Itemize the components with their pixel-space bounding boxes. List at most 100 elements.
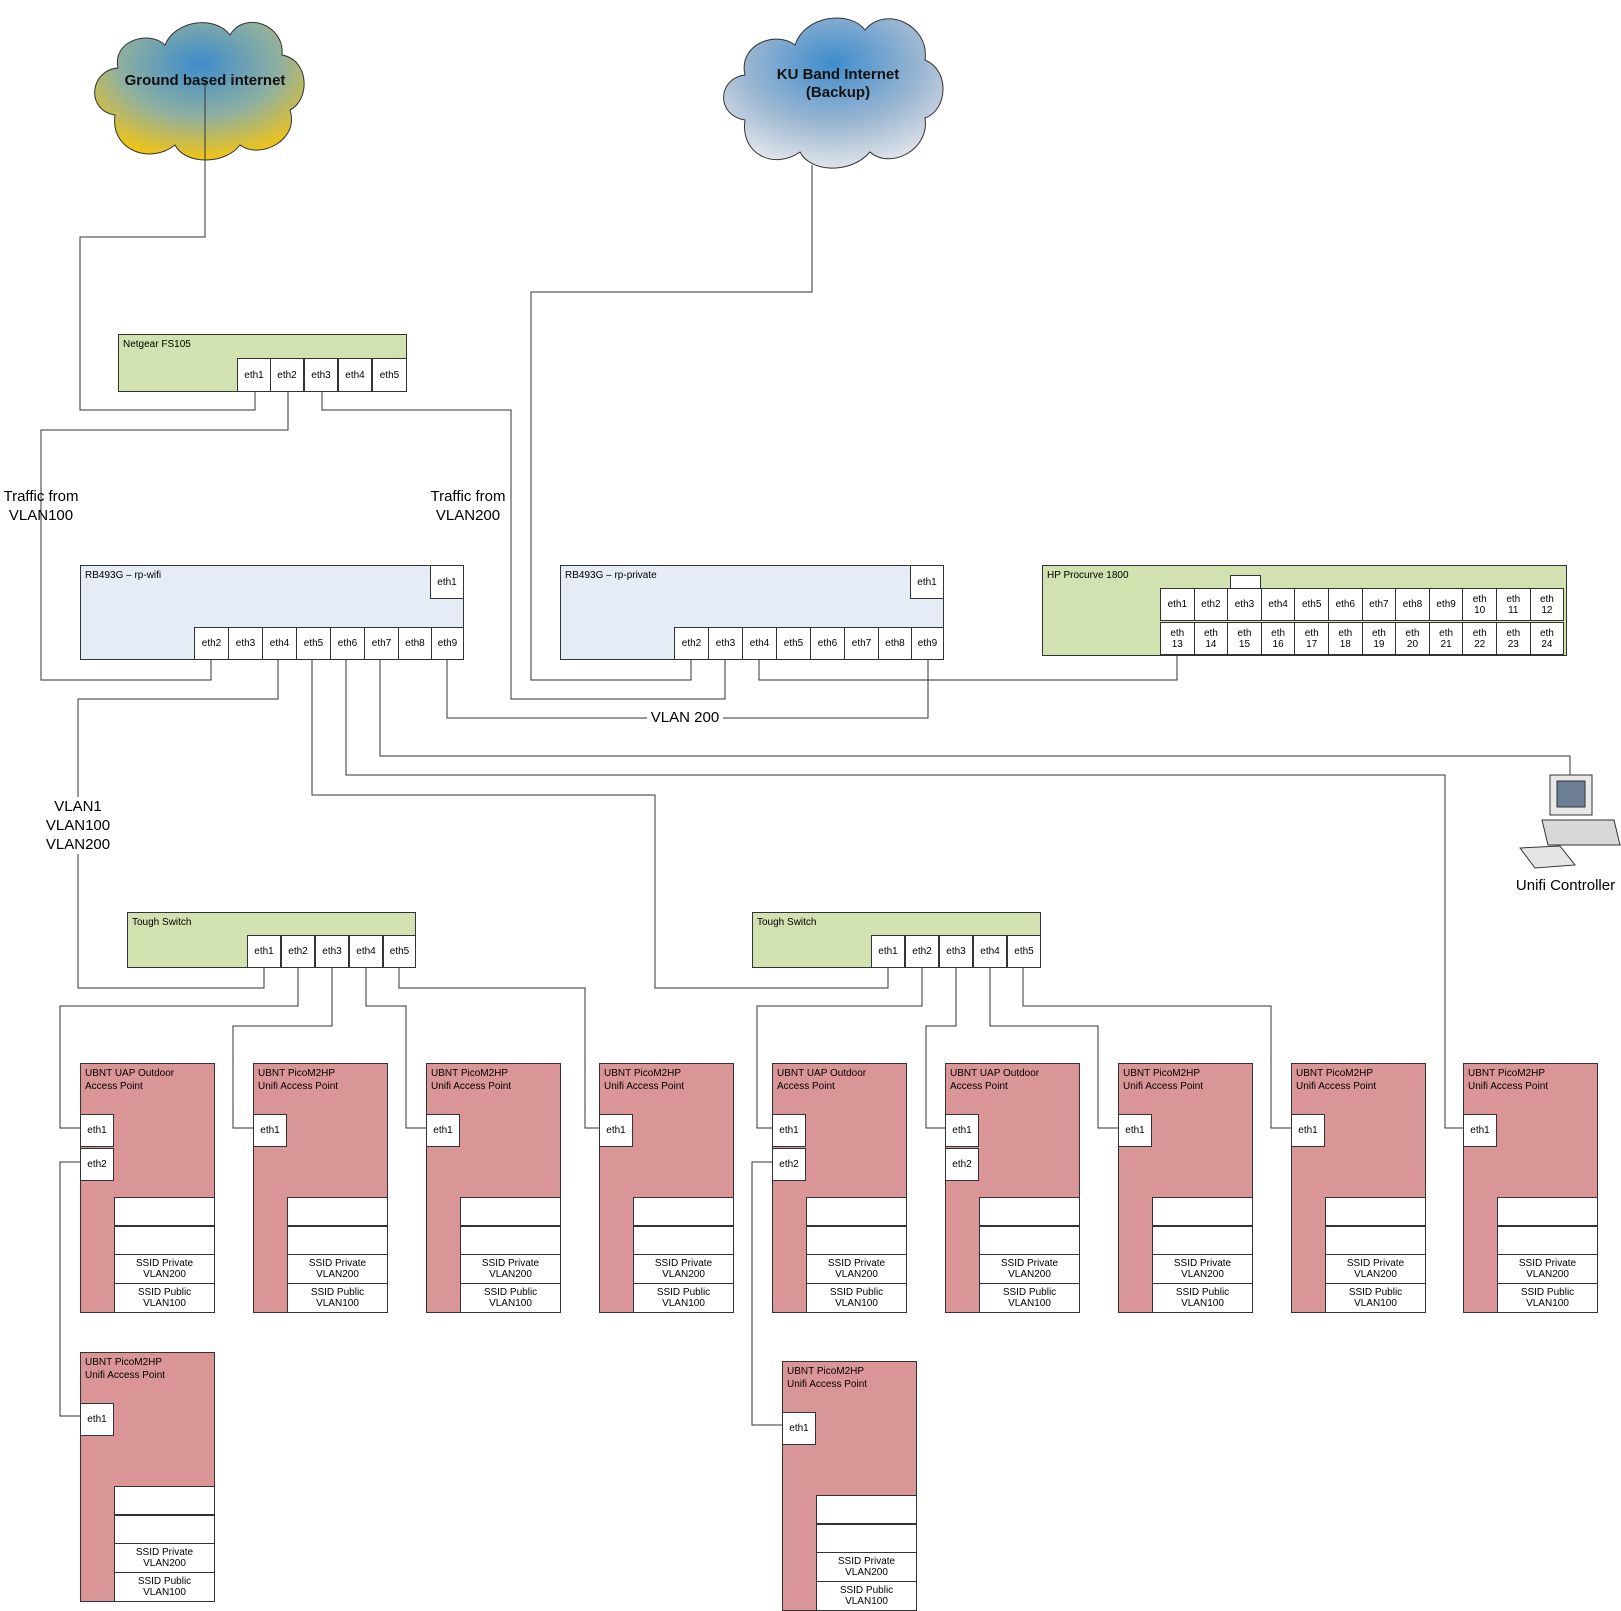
cloud-label: Ground based internet	[124, 72, 286, 89]
device-label: UBNT PicoM2HP Unifi Access Point	[604, 1068, 685, 1092]
hp-port: eth 15	[1227, 622, 1262, 655]
ssid-private: SSID Private VLAN200	[114, 1543, 215, 1573]
traffic-vlan100-note: Traffic from VLAN100	[3, 488, 79, 524]
port-eth9: eth9	[911, 627, 944, 660]
ssid-private: SSID Private VLAN200	[460, 1254, 561, 1284]
unifi-controller-label: Unifi Controller	[1515, 877, 1616, 894]
port-eth7: eth7	[364, 627, 399, 660]
device-label: UBNT PicoM2HP Unifi Access Point	[258, 1068, 339, 1092]
port-eth2: eth2	[772, 1148, 806, 1181]
blank-slot	[816, 1495, 917, 1524]
hp-port: eth 11	[1496, 588, 1531, 621]
ssid-private: SSID Private VLAN200	[816, 1552, 917, 1582]
ssid-private: SSID Private VLAN200	[979, 1254, 1080, 1284]
device-label: UBNT UAP Outdoor Access Point	[950, 1068, 1040, 1092]
cloud-shape	[723, 17, 944, 169]
blank-slot	[1325, 1197, 1426, 1226]
hp-port: eth 21	[1428, 622, 1464, 655]
port-eth3: eth3	[228, 627, 263, 660]
port-eth1: eth1	[599, 1114, 633, 1147]
blank-slot	[114, 1486, 215, 1515]
hp-port: eth 16	[1260, 622, 1296, 655]
device-label: Tough Switch	[132, 917, 192, 928]
blank-slot	[633, 1197, 734, 1226]
blank-slot	[1152, 1226, 1253, 1255]
port-eth3: eth3	[315, 935, 349, 968]
device-label: Netgear FS105	[123, 339, 191, 350]
device-label: UBNT UAP Outdoor Access Point	[85, 1068, 175, 1092]
blank-slot	[1497, 1197, 1598, 1226]
ssid-public: SSID Public VLAN100	[114, 1283, 215, 1313]
hp-port: eth8	[1395, 588, 1430, 621]
hp-port: eth 19	[1361, 622, 1397, 655]
blank-slot	[287, 1197, 388, 1226]
hp-port: eth 22	[1462, 622, 1497, 655]
port-eth2: eth2	[270, 358, 304, 392]
ssid-public: SSID Public VLAN100	[1325, 1283, 1426, 1313]
blank-slot	[114, 1197, 215, 1226]
hp-port: eth7	[1361, 588, 1397, 621]
blank-slot	[1325, 1226, 1426, 1255]
vlan-stack-note: VLAN1 VLAN100 VLAN200	[36, 797, 120, 854]
port-eth7: eth7	[844, 627, 879, 660]
hp-port: eth 13	[1160, 622, 1195, 655]
port-eth1: eth1	[772, 1114, 806, 1147]
port-eth1: eth1	[945, 1114, 979, 1147]
ssid-private: SSID Private VLAN200	[806, 1254, 907, 1284]
ssid-public: SSID Public VLAN100	[806, 1283, 907, 1313]
hp-port: eth6	[1328, 588, 1363, 621]
blank-slot	[1152, 1197, 1253, 1226]
vlan200-note: VLAN 200	[647, 708, 723, 727]
hp-port: eth 17	[1294, 622, 1329, 655]
hp-port: eth 18	[1328, 622, 1363, 655]
device-label: UBNT UAP Outdoor Access Point	[777, 1068, 867, 1092]
blank-slot	[460, 1197, 561, 1226]
device-label: UBNT PicoM2HP Unifi Access Point	[1123, 1068, 1204, 1092]
device-label: UBNT PicoM2HP Unifi Access Point	[1296, 1068, 1377, 1092]
hp-port: eth 20	[1395, 622, 1430, 655]
port-eth2: eth2	[80, 1148, 114, 1181]
ssid-public: SSID Public VLAN100	[816, 1581, 917, 1611]
device-label: RB493G – rp-wifi	[85, 570, 162, 581]
port-eth1: eth1	[782, 1412, 816, 1445]
hp-port: eth2	[1193, 588, 1229, 621]
port-eth1: eth1	[871, 935, 905, 968]
blank-slot	[806, 1226, 907, 1255]
cloud-label: KU Band Internet (Backup)	[776, 66, 900, 101]
ssid-public: SSID Public VLAN100	[1152, 1283, 1253, 1313]
port-eth6: eth6	[810, 627, 845, 660]
hp-port: eth 10	[1462, 588, 1497, 621]
port-eth1: eth1	[253, 1114, 287, 1147]
port-eth2: eth2	[194, 627, 229, 660]
device-label: RB493G – rp-private	[565, 570, 657, 581]
port-eth5: eth5	[372, 358, 407, 392]
ssid-private: SSID Private VLAN200	[633, 1254, 734, 1284]
port-eth2: eth2	[281, 935, 315, 968]
port-eth4: eth4	[742, 627, 777, 660]
port-eth2: eth2	[945, 1148, 979, 1181]
hp-port: eth 12	[1529, 588, 1565, 621]
port-eth1: eth1	[80, 1403, 114, 1436]
ssid-public: SSID Public VLAN100	[287, 1283, 388, 1313]
hp-port: eth 14	[1193, 622, 1229, 655]
device-label: UBNT PicoM2HP Unifi Access Point	[431, 1068, 512, 1092]
cloud-shape	[94, 21, 305, 161]
port-eth1: eth1	[910, 565, 944, 599]
port-eth1: eth1	[426, 1114, 460, 1147]
port-eth2: eth2	[674, 627, 709, 660]
port-eth8: eth8	[398, 627, 432, 660]
ssid-public: SSID Public VLAN100	[633, 1283, 734, 1313]
hp-port: eth5	[1294, 588, 1329, 621]
port-eth4: eth4	[262, 627, 297, 660]
blank-slot	[633, 1226, 734, 1255]
ssid-public: SSID Public VLAN100	[979, 1283, 1080, 1313]
port-eth5: eth5	[383, 935, 416, 968]
port-eth3: eth3	[304, 358, 338, 392]
port-eth4: eth4	[349, 935, 383, 968]
port-eth1: eth1	[430, 565, 464, 599]
ssid-public: SSID Public VLAN100	[114, 1572, 215, 1602]
port-eth9: eth9	[431, 627, 464, 660]
ssid-private: SSID Private VLAN200	[287, 1254, 388, 1284]
